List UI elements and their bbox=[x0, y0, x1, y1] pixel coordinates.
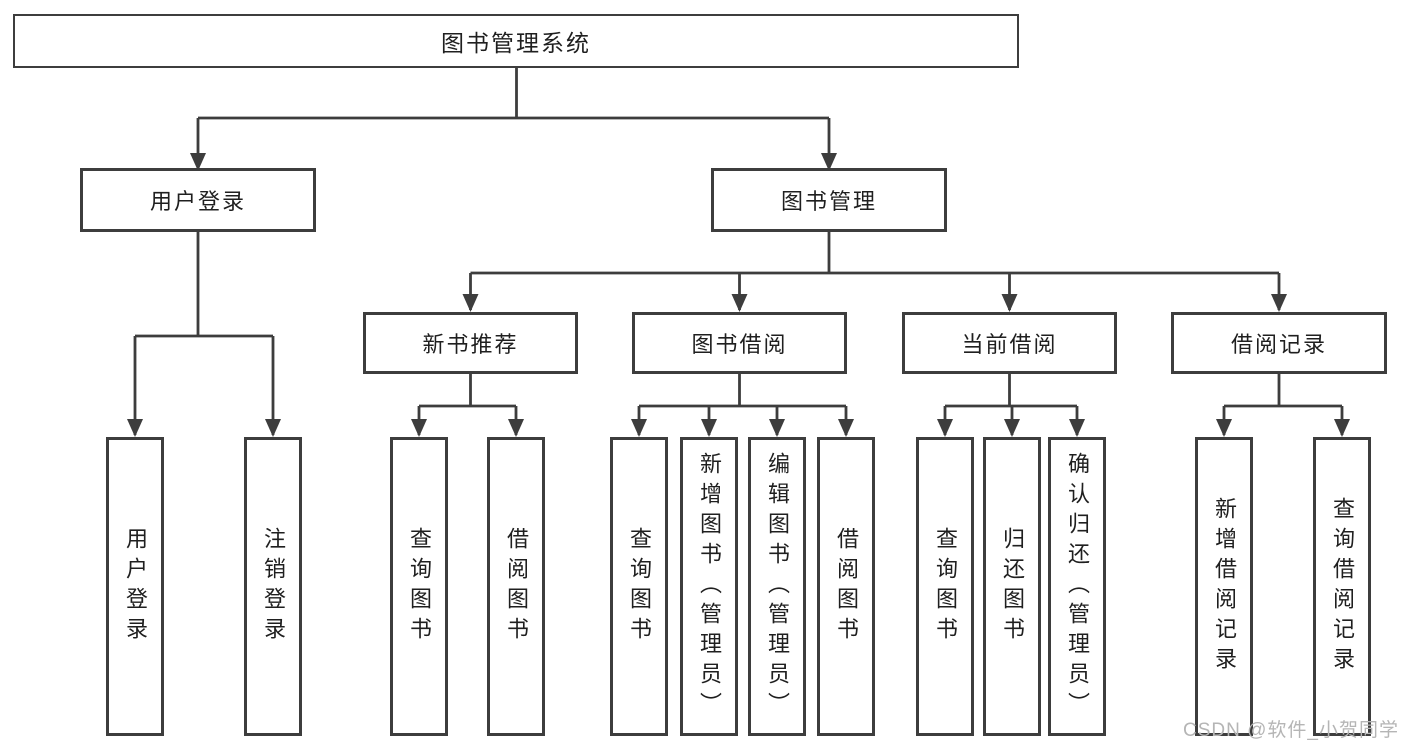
node-borrow-book-label: 借阅图书 bbox=[834, 526, 859, 647]
node-record-query-label: 查询借阅记录 bbox=[1330, 496, 1355, 677]
node-current-confirm: 确认归还（管理员） bbox=[1048, 437, 1106, 736]
node-borrow-edit: 编辑图书（管理员） bbox=[748, 437, 806, 736]
node-current-confirm-label: 确认归还（管理员） bbox=[1065, 451, 1090, 722]
node-borrow-add-label: 新增图书（管理员） bbox=[697, 451, 722, 722]
node-new-book-recommend: 新书推荐 bbox=[363, 312, 578, 374]
node-record-query: 查询借阅记录 bbox=[1313, 437, 1371, 736]
node-user-login: 用户登录 bbox=[80, 168, 316, 232]
node-borrow-add: 新增图书（管理员） bbox=[680, 437, 738, 736]
node-record-add-label: 新增借阅记录 bbox=[1212, 496, 1237, 677]
node-root: 图书管理系统 bbox=[13, 14, 1019, 68]
node-logout: 注销登录 bbox=[244, 437, 302, 736]
node-book-management: 图书管理 bbox=[711, 168, 947, 232]
node-borrow-query: 查询图书 bbox=[610, 437, 668, 736]
node-login: 用户登录 bbox=[106, 437, 164, 736]
node-current-query: 查询图书 bbox=[916, 437, 974, 736]
node-borrow-book: 借阅图书 bbox=[817, 437, 875, 736]
node-borrow-records: 借阅记录 bbox=[1171, 312, 1387, 374]
node-newbook-borrow: 借阅图书 bbox=[487, 437, 545, 736]
node-current-borrow: 当前借阅 bbox=[902, 312, 1117, 374]
node-login-label: 用户登录 bbox=[123, 526, 148, 647]
node-book-borrow: 图书借阅 bbox=[632, 312, 847, 374]
node-current-return-label: 归还图书 bbox=[1000, 526, 1025, 647]
node-newbook-query-label: 查询图书 bbox=[407, 526, 432, 647]
node-newbook-borrow-label: 借阅图书 bbox=[504, 526, 529, 647]
node-current-query-label: 查询图书 bbox=[933, 526, 958, 647]
node-newbook-query: 查询图书 bbox=[390, 437, 448, 736]
node-record-add: 新增借阅记录 bbox=[1195, 437, 1253, 736]
node-current-return: 归还图书 bbox=[983, 437, 1041, 736]
arrowheads bbox=[127, 153, 1350, 437]
node-borrow-query-label: 查询图书 bbox=[627, 526, 652, 647]
node-borrow-edit-label: 编辑图书（管理员） bbox=[765, 451, 790, 722]
csdn-watermark: CSDN @软件_小贺同学 bbox=[1183, 720, 1399, 741]
node-logout-label: 注销登录 bbox=[261, 526, 286, 647]
